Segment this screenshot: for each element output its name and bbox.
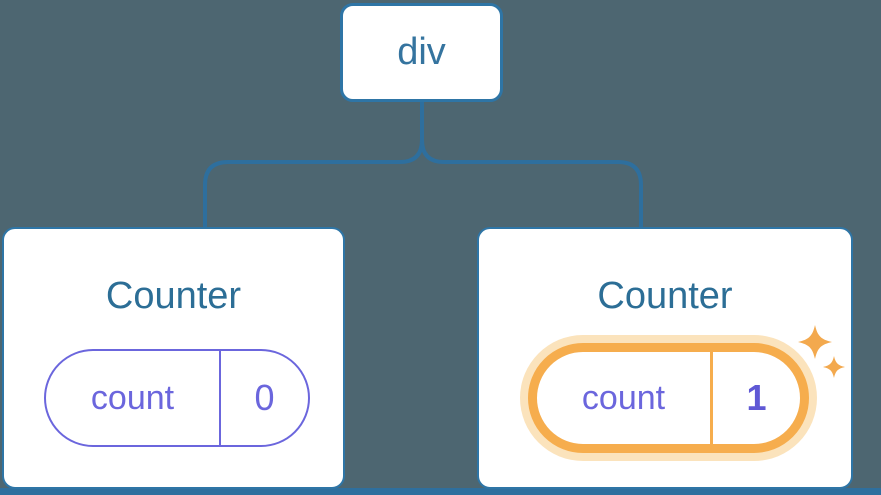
state-pill-highlighted: count 1	[528, 343, 809, 453]
state-pill: count 0	[44, 349, 310, 447]
connector-right-branch	[420, 102, 643, 227]
component-title: Counter	[105, 275, 242, 317]
component-card-counter-right: Counter count 1	[477, 227, 853, 489]
tree-node-div: div	[340, 3, 503, 102]
state-key-label: count	[90, 378, 175, 417]
state-value: 0	[254, 377, 275, 418]
component-card-counter-left: Counter count 0	[2, 227, 345, 489]
connector-left-branch	[203, 102, 424, 227]
sparkle-small-icon	[823, 356, 845, 378]
state-value: 1	[746, 377, 767, 418]
bottom-edge-line	[0, 488, 881, 495]
component-title: Counter	[597, 275, 733, 317]
pill-divider	[219, 351, 221, 445]
pill-divider	[710, 352, 713, 444]
sparkle-large-icon	[798, 325, 832, 359]
tree-node-div-label: div	[397, 31, 446, 73]
state-key-label: count	[581, 378, 666, 417]
sparkle-icon	[798, 325, 845, 378]
